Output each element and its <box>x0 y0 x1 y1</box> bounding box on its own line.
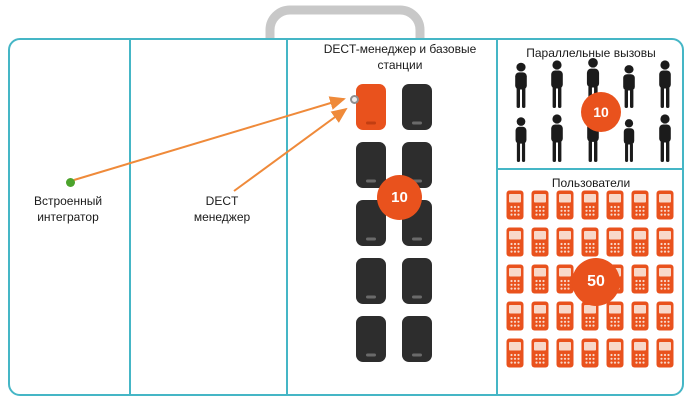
integrator-label: Встроенный интегратор <box>33 194 103 224</box>
phone-icon <box>531 301 549 331</box>
phone-icon <box>556 190 574 220</box>
panel-divider <box>496 40 498 394</box>
base-station-icon <box>356 316 386 362</box>
phone-icon <box>531 227 549 257</box>
person-icon <box>551 60 563 108</box>
panel-divider <box>286 40 288 394</box>
phone-icon <box>506 264 524 294</box>
base-station-icon <box>356 142 386 188</box>
calls-count-badge: 10 <box>581 92 621 132</box>
phone-icon <box>556 301 574 331</box>
phone-icon <box>631 190 649 220</box>
person-icon <box>659 114 671 162</box>
person-icon <box>623 65 635 108</box>
person-icon <box>515 117 527 162</box>
integrator-dot-icon <box>66 178 75 187</box>
phone-icon <box>606 301 624 331</box>
dect-manager-label: DECT менеджер <box>193 194 251 224</box>
phone-icon <box>631 264 649 294</box>
phone-icon <box>656 301 674 331</box>
users-title: Пользователи <box>551 176 631 190</box>
phone-icon <box>556 338 574 368</box>
person-icon <box>551 114 563 162</box>
phone-icon <box>506 338 524 368</box>
phone-icon <box>581 301 599 331</box>
phone-icon <box>606 190 624 220</box>
phone-icon <box>556 227 574 257</box>
base-station-icon <box>402 316 432 362</box>
phone-icon <box>656 190 674 220</box>
person-icon <box>515 62 527 108</box>
parallel-calls-title: Параллельные вызовы <box>526 46 656 60</box>
phone-icon <box>531 264 549 294</box>
phone-icon <box>506 190 524 220</box>
phone-icon <box>581 338 599 368</box>
person-icon <box>659 60 671 108</box>
base-stations-grid <box>350 84 432 362</box>
phone-icon <box>606 338 624 368</box>
active-base-station <box>350 84 386 130</box>
phone-icon <box>506 227 524 257</box>
phone-icon <box>581 190 599 220</box>
people-group <box>503 58 683 162</box>
phone-icon <box>606 227 624 257</box>
base-station-icon <box>402 84 432 130</box>
panel-divider <box>496 168 684 170</box>
phone-icon <box>656 227 674 257</box>
phone-icon <box>656 338 674 368</box>
phone-icon <box>556 264 574 294</box>
phone-icon <box>631 227 649 257</box>
base-station-icon <box>402 258 432 304</box>
phone-icon <box>631 338 649 368</box>
phone-icon <box>581 227 599 257</box>
phone-icon <box>531 190 549 220</box>
users-count-badge: 50 <box>572 258 620 306</box>
base-station-icon <box>356 258 386 304</box>
phone-icon <box>506 301 524 331</box>
base-station-icon <box>356 200 386 246</box>
stations-count-badge: 10 <box>377 175 422 220</box>
stations-panel-title: DECT-менеджер и базовые станции <box>323 42 477 72</box>
active-base-station-icon <box>356 84 386 130</box>
phone-icon <box>531 338 549 368</box>
panel-divider <box>129 40 131 394</box>
person-icon <box>623 119 635 162</box>
connection-point-icon <box>350 95 359 104</box>
phone-icon <box>631 301 649 331</box>
phone-icon <box>656 264 674 294</box>
